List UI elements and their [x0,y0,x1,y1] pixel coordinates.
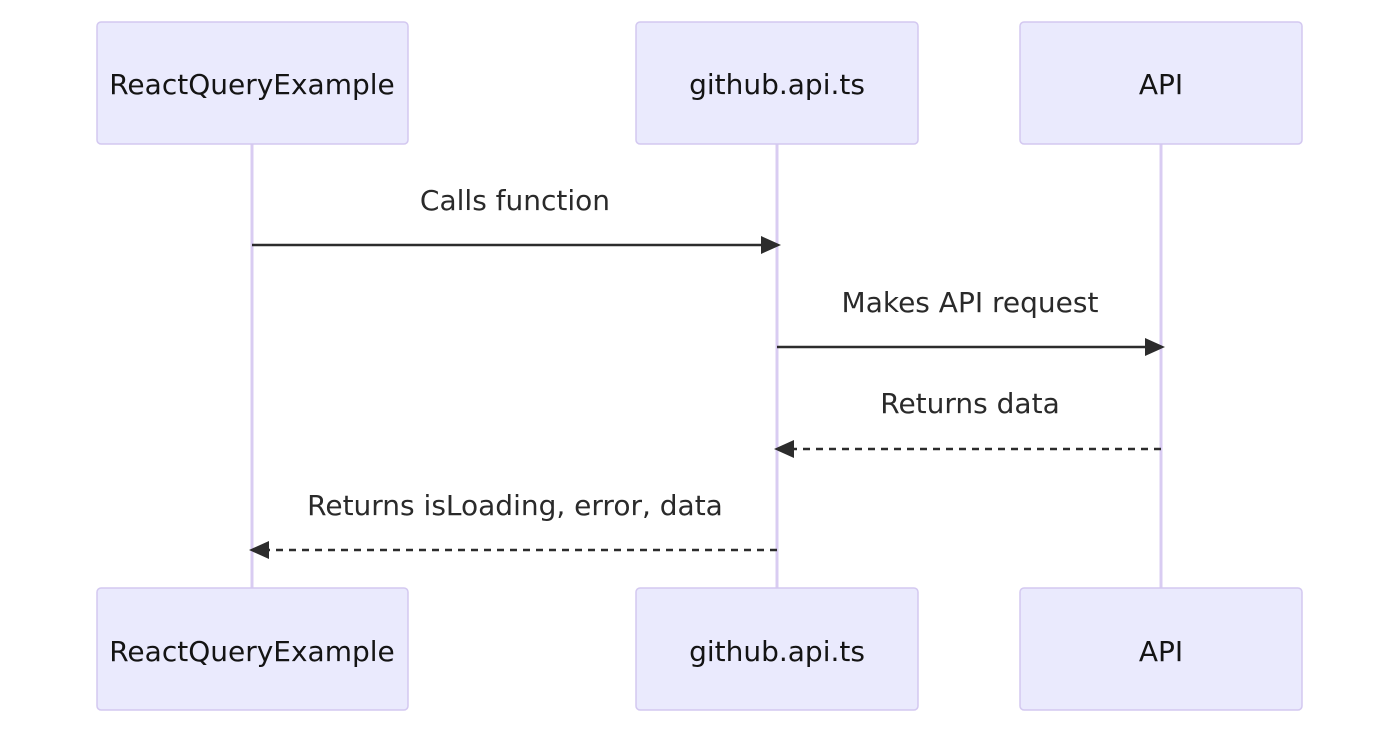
actor-bottom-github-api-ts: github.api.ts [635,587,919,711]
message-returns-is-loading-error-data-arrowhead [249,541,269,559]
actor-bottom-react-query-example-label: ReactQueryExample [109,635,395,668]
message-makes-api-request-arrowhead [1145,338,1165,356]
message-calls-function-arrowhead [761,236,781,254]
actor-top-github-api-ts-label: github.api.ts [689,68,865,101]
actor-top-react-query-example: ReactQueryExample [96,21,409,145]
actor-top-api: API [1019,21,1303,145]
actor-bottom-api: API [1019,587,1303,711]
message-calls-function: Calls function [252,184,781,254]
message-makes-api-request: Makes API request [777,286,1165,356]
message-returns-is-loading-error-data: Returns isLoading, error, data [249,489,777,559]
actor-bottom-github-api-ts-label: github.api.ts [689,635,865,668]
actor-top-react-query-example-label: ReactQueryExample [109,68,395,101]
message-returns-data: Returns data [774,387,1161,458]
message-returns-data-label: Returns data [880,387,1059,420]
actor-bottom-react-query-example: ReactQueryExample [96,587,409,711]
actor-bottom-api-label: API [1139,635,1183,668]
message-calls-function-label: Calls function [420,184,610,217]
message-returns-is-loading-error-data-label: Returns isLoading, error, data [307,489,723,522]
actor-top-api-label: API [1139,68,1183,101]
message-returns-data-arrowhead [774,440,794,458]
actor-top-github-api-ts: github.api.ts [635,21,919,145]
message-makes-api-request-label: Makes API request [842,286,1099,319]
